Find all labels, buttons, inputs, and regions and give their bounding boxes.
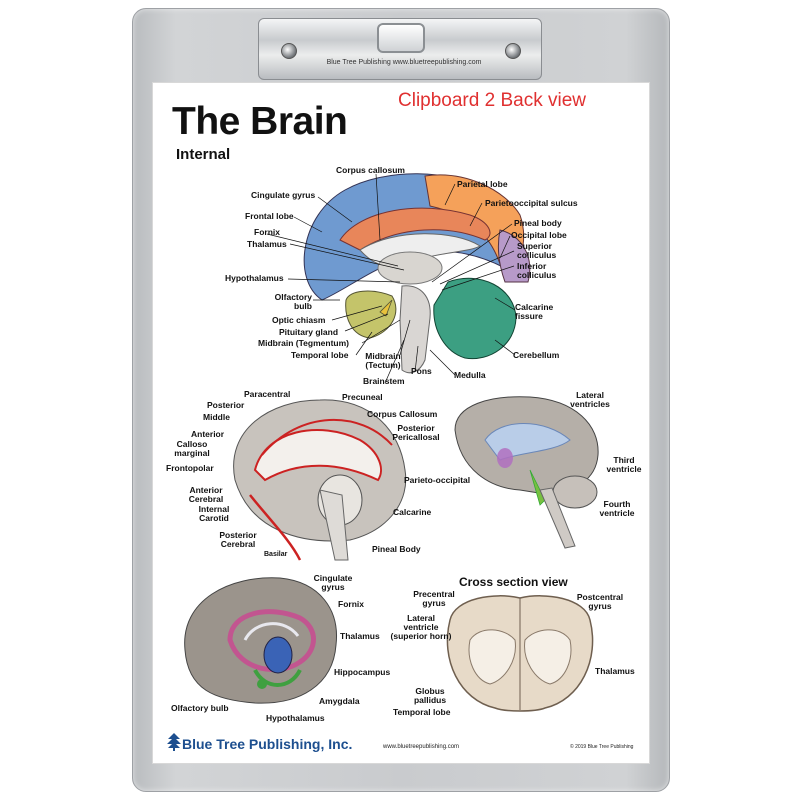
label-thalamus: Thalamus <box>247 239 287 249</box>
label-basilar: Basilar <box>264 551 288 558</box>
label-fornix: Fornix <box>254 227 280 237</box>
label-hypothalamus-2: Hypothalamus <box>266 713 325 723</box>
label-fornix-2: Fornix <box>338 599 364 609</box>
label-superior-colliculus: Superior colliculus <box>517 241 557 260</box>
label-anterior: Anterior <box>191 429 225 439</box>
label-lateral-ventricles: Lateral ventricles <box>570 390 610 409</box>
poster-title: The Brain <box>172 100 348 143</box>
label-fourth-ventricle: Fourth ventricle <box>599 499 635 518</box>
label-frontopolar: Frontopolar <box>166 463 214 473</box>
label-anterior-cerebral: Anterior Cerebral <box>188 485 224 504</box>
label-frontal-lobe: Frontal lobe <box>245 211 294 221</box>
label-calcarine-fissure: Calcarine fissure <box>515 302 554 321</box>
screw-right-icon <box>505 43 521 59</box>
label-pineal-body: Pineal body <box>514 218 562 228</box>
label-thalamus-2: Thalamus <box>340 631 380 641</box>
label-posterior-pericallosal: Posterior Pericallosal <box>392 423 440 442</box>
label-postcentral-gyrus: Postcentral gyrus <box>576 592 624 611</box>
publisher-url[interactable]: www.bluetreepublishing.com <box>383 744 460 750</box>
label-middle: Middle <box>203 412 230 422</box>
label-temporal-lobe-2: Temporal lobe <box>393 707 451 717</box>
poster-subtitle: Internal <box>176 146 231 163</box>
label-parieto-occipital: Parieto-occipital <box>404 475 471 485</box>
label-corpus-callosum-2: Corpus Callosum <box>367 409 438 419</box>
label-thalamus-3: Thalamus <box>595 666 635 676</box>
label-pons: Pons <box>411 366 432 376</box>
arteries-brain-illustration <box>233 399 407 561</box>
label-precentral-gyrus: Precentral gyrus <box>413 589 455 608</box>
publisher-name: Blue Tree Publishing, Inc. <box>182 736 353 752</box>
label-cingulate-gyrus: Cingulate gyrus <box>251 190 316 200</box>
label-globus-pallidus: Globus pallidus <box>413 686 447 705</box>
label-parietooccipital-sulcus: Parietooccipital sulcus <box>485 198 578 208</box>
view-caption: Clipboard 2 Back view <box>398 90 586 111</box>
limbic-illustration <box>184 577 337 704</box>
tree-logo-icon <box>167 733 181 751</box>
label-medulla: Medulla <box>454 370 486 380</box>
label-pituitary-gland: Pituitary gland <box>279 327 339 337</box>
label-calcarine: Calcarine <box>393 507 432 517</box>
label-posterior: Posterior <box>207 400 245 410</box>
label-paracentral: Paracentral <box>244 389 291 399</box>
sagittal-brain-illustration <box>303 173 531 374</box>
label-hippocampus: Hippocampus <box>334 667 391 677</box>
label-inferior-colliculus: Inferior colliculus <box>517 261 557 280</box>
cross-section-title: Cross section view <box>459 575 568 589</box>
label-brainstem: Brainstem <box>363 376 405 386</box>
label-parietal-lobe: Parietal lobe <box>457 179 508 189</box>
screw-left-icon <box>281 43 297 59</box>
clip-imprint: Blue Tree Publishing www.bluetreepublish… <box>326 59 482 66</box>
label-pineal-body-2: Pineal Body <box>372 544 421 554</box>
cross-section-illustration <box>446 595 594 712</box>
label-optic-chiasm: Optic chiasm <box>272 315 326 325</box>
ventricles-illustration <box>454 396 599 549</box>
leader-lines <box>266 173 516 384</box>
label-amygdala: Amygdala <box>319 696 360 706</box>
label-hypothalamus: Hypothalamus <box>225 273 284 283</box>
label-temporal-lobe: Temporal lobe <box>291 350 349 360</box>
label-olfactory-bulb-2: Olfactory bulb <box>171 703 229 713</box>
label-olfactory-bulb: Olfactory bulb <box>274 292 312 311</box>
label-corpus-callosum: Corpus callosum <box>336 165 405 175</box>
label-midbrain-tectum: Midbrain (Tectum) <box>365 351 401 370</box>
clipboard-clip[interactable]: Blue Tree Publishing www.bluetreepublish… <box>258 18 542 80</box>
label-midbrain-tegmentum: Midbrain (Tegmentum) <box>258 338 349 348</box>
label-cingulate-gyrus-2: Cingulate gyrus <box>313 573 353 592</box>
label-posterior-cerebral: Posterior Cerebral <box>219 530 257 549</box>
label-precuneal: Precuneal <box>342 392 383 402</box>
label-occipital-lobe: Occipital lobe <box>511 230 567 240</box>
copyright-notice: © 2019 Blue Tree Publishing <box>570 744 634 750</box>
label-cerebellum: Cerebellum <box>513 350 560 360</box>
label-third-ventricle: Third ventricle <box>606 455 642 474</box>
label-lateral-ventricle: Lateral ventricle (superior horn) <box>390 613 452 641</box>
label-calloso-marginal: Calloso marginal <box>174 439 210 458</box>
label-internal-carotid: Internal Carotid <box>198 504 230 523</box>
clip-lever[interactable] <box>377 23 425 53</box>
